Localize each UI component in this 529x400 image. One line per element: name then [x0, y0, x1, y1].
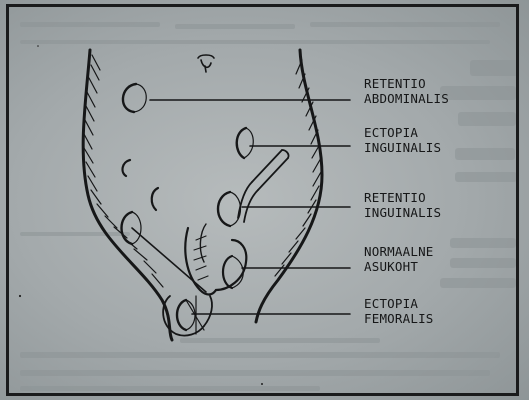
label-ectopia-inguinalis-line2: INGUINALIS [364, 140, 441, 155]
testis-retentio-inguinalis [218, 192, 241, 226]
label-retentio-inguinalis-line1: RETENTIO [364, 190, 441, 205]
label-retentio-abdominalis-line2: ABDOMINALIS [364, 91, 449, 106]
label-normaalne-asukoht-line1: NORMAALNE [364, 244, 434, 259]
right-body-outline [256, 50, 322, 322]
label-ectopia-inguinalis-line1: ECTOPIA [364, 125, 441, 140]
label-retentio-inguinalis: RETENTIO INGUINALIS [364, 190, 441, 220]
testis-ectopia-inguinalis [237, 128, 254, 158]
label-ectopia-femoralis-line2: FEMORALIS [364, 311, 434, 326]
label-normaalne-asukoht-line2: ASUKOHT [364, 259, 434, 274]
testis-ectopia-femoralis [177, 300, 195, 330]
label-ectopia-femoralis-line1: ECTOPIA [364, 296, 434, 311]
label-retentio-inguinalis-line2: INGUINALIS [364, 205, 441, 220]
label-ectopia-inguinalis: ECTOPIA INGUINALIS [364, 125, 441, 155]
spermatic-cord [238, 150, 289, 222]
testis-retentio-abdominalis [123, 84, 146, 112]
label-retentio-abdominalis: RETENTIO ABDOMINALIS [364, 76, 449, 106]
left-body-outline [83, 50, 172, 340]
label-ectopia-femoralis: ECTOPIA FEMORALIS [364, 296, 434, 326]
label-normaalne-asukoht: NORMAALNE ASUKOHT [364, 244, 434, 274]
left-groin-mark [152, 188, 158, 210]
scan-specks [19, 45, 263, 385]
navel [198, 55, 214, 72]
inguinal-ring-mark [123, 160, 130, 176]
label-retentio-abdominalis-line1: RETENTIO [364, 76, 449, 91]
